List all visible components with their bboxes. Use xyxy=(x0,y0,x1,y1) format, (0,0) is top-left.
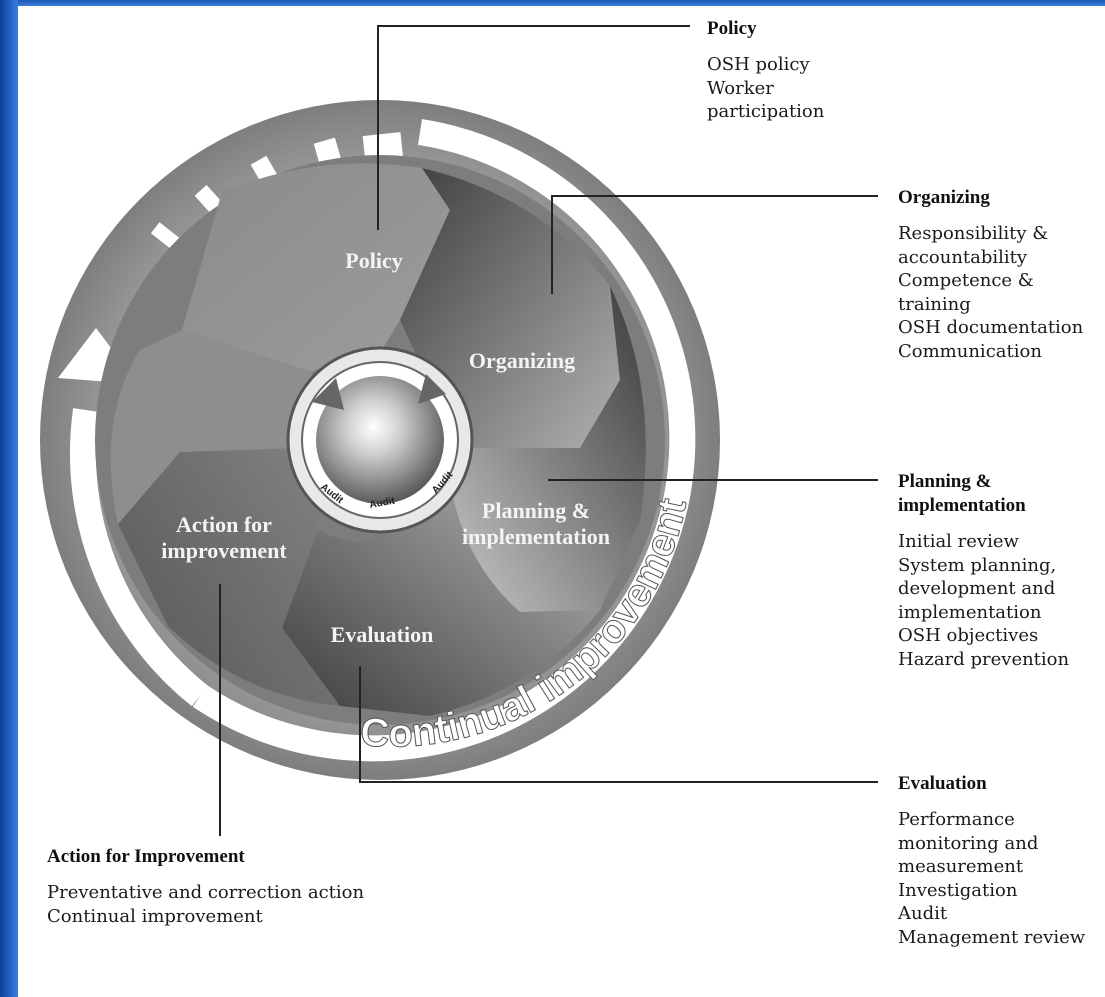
list-item: Communication xyxy=(898,340,1042,362)
list-item: Management review xyxy=(898,926,1086,948)
segment-label-planning-2: implementation xyxy=(462,524,610,549)
segment-planning xyxy=(448,286,646,612)
audit-hub-sphere xyxy=(316,376,444,504)
list-item: Hazard prevention xyxy=(898,648,1070,670)
continual-improvement-arrow-left xyxy=(69,408,209,707)
organizing-panel: Organizing Responsibility & accountabili… xyxy=(898,186,1104,363)
list-item: Responsibility & xyxy=(898,223,1049,244)
leader-line-organizing xyxy=(551,195,878,294)
action-panel-list: Preventative and correction action Conti… xyxy=(47,881,467,928)
list-item: Initial review xyxy=(898,531,1019,552)
list-item: monitoring and xyxy=(898,832,1039,854)
list-item: OSH objectives xyxy=(898,625,1039,646)
list-item: Investigation xyxy=(898,879,1018,901)
list-item: Performance xyxy=(898,809,1015,830)
action-panel-title: Action for Improvement xyxy=(47,846,245,867)
list-item: OSH policy xyxy=(707,54,810,75)
list-item: Preventative and correction action xyxy=(47,882,365,903)
slide-top-accent-bar xyxy=(0,0,1105,6)
planning-panel-list: Initial review System planning, developm… xyxy=(898,530,1104,671)
organizing-panel-title: Organizing xyxy=(898,187,990,208)
segment-label-action-2: improvement xyxy=(161,538,287,563)
evaluation-panel-list: Performance monitoring and measurement I… xyxy=(898,808,1104,949)
segment-label-evaluation: Evaluation xyxy=(331,622,434,647)
segment-organizing xyxy=(400,168,620,454)
organizing-panel-list: Responsibility & accountability Competen… xyxy=(898,222,1104,363)
continual-improvement-arrow xyxy=(192,119,696,762)
leader-line-evaluation xyxy=(359,666,878,783)
policy-panel: Policy OSH policy Worker participation xyxy=(707,17,1007,124)
segment-label-action-1: Action for xyxy=(176,512,272,537)
list-item: OSH documentation xyxy=(898,317,1084,338)
list-item: participation xyxy=(707,101,825,122)
leader-line-policy xyxy=(377,25,690,230)
list-item: measurement xyxy=(898,856,1024,877)
list-item: Continual improvement xyxy=(47,905,263,927)
action-panel: Action for Improvement Preventative and … xyxy=(47,845,467,928)
segment-label-organizing: Organizing xyxy=(469,348,575,373)
list-item: implementation xyxy=(898,601,1042,623)
evaluation-panel: Evaluation Performance monitoring and me… xyxy=(898,772,1104,949)
list-item: System planning, xyxy=(898,554,1057,576)
audit-arrowhead-left xyxy=(312,378,344,410)
list-item: development and xyxy=(898,578,1056,599)
audit-arrowhead-right xyxy=(418,374,446,404)
evaluation-panel-title: Evaluation xyxy=(898,773,987,794)
segment-action xyxy=(118,372,340,706)
segment-evaluation xyxy=(282,470,600,716)
policy-panel-title: Policy xyxy=(707,18,757,39)
segment-action-upper xyxy=(110,330,313,524)
audit-label-center: Audit xyxy=(369,496,397,511)
list-item: accountability xyxy=(898,246,1028,268)
list-item: training xyxy=(898,293,971,315)
list-item: Audit xyxy=(898,903,948,924)
list-item: Worker xyxy=(707,77,774,99)
list-item: Competence & xyxy=(898,270,1034,291)
slide-left-accent-bar xyxy=(0,0,18,997)
policy-panel-list: OSH policy Worker participation xyxy=(707,53,1007,124)
segment-label-planning-1: Planning & xyxy=(482,498,590,523)
segment-policy xyxy=(182,163,450,376)
segment-label-policy: Policy xyxy=(345,248,402,273)
planning-panel: Planning & implementation Initial review… xyxy=(898,470,1104,671)
planning-panel-title: Planning & implementation xyxy=(898,471,1026,516)
